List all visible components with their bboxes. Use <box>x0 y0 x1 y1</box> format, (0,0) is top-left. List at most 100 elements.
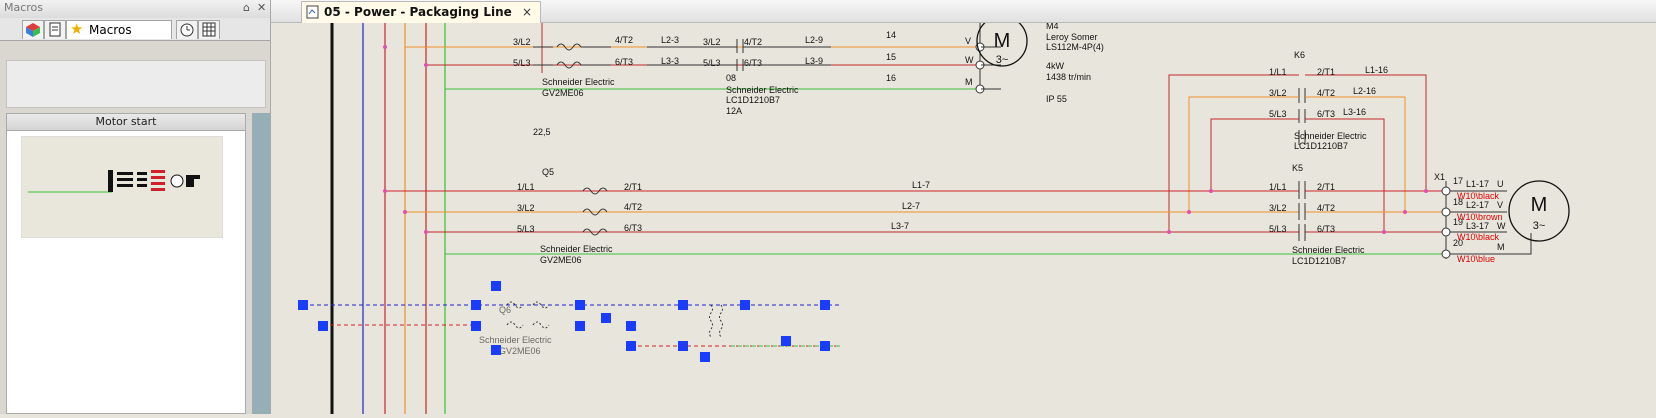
close-icon[interactable]: ✕ <box>257 1 267 14</box>
breaker-model: GV2ME06 <box>542 88 584 98</box>
term-label: 4/T2 <box>744 37 762 47</box>
x1-id: X1 <box>1434 172 1445 182</box>
tab-document-05[interactable]: 05 - Power - Packaging Line × <box>301 1 542 23</box>
macro-thumbnail[interactable] <box>21 136 223 238</box>
term-label: 5/L3 <box>513 58 531 68</box>
k5-term: 6/T3 <box>1317 224 1335 234</box>
power-schematic: M 3~ 3/L2 5/L3 4/T2 6/T3 L2-3 L3-3 3/L2 … <box>298 15 1570 414</box>
q5-term: 6/T3 <box>624 223 642 233</box>
k5-maker: Schneider Electric <box>1292 245 1365 255</box>
k6-term: 5/L3 <box>1269 109 1287 119</box>
ghost-label: Q6 <box>499 305 511 315</box>
wire-label: L3-3 <box>661 56 679 66</box>
x1-term: 17 <box>1453 176 1463 186</box>
tab-components[interactable] <box>22 20 44 39</box>
k6-wire: L1-16 <box>1365 65 1388 75</box>
page-icon <box>306 5 319 19</box>
terminal-number: 16 <box>886 73 896 83</box>
terminal-number: 15 <box>886 52 896 62</box>
q5-term: 4/T2 <box>624 202 642 212</box>
k6-wire: L2-16 <box>1353 86 1376 96</box>
x1-phase: V <box>1497 200 1503 210</box>
grid-icon <box>202 22 216 37</box>
placing-macro-ghost[interactable]: Q6 Schneider Electric GV2ME06 <box>298 281 841 362</box>
term-label: 5/L3 <box>703 58 721 68</box>
k6-maker: Schneider Electric <box>1294 131 1367 141</box>
wire-label: L2-9 <box>805 35 823 45</box>
wire-label: L2-3 <box>661 35 679 45</box>
q5-id: Q5 <box>542 167 554 177</box>
x1-phase: M <box>1497 242 1505 252</box>
term-label: 3/L2 <box>513 37 531 47</box>
macro-filter-area[interactable] <box>6 60 266 108</box>
motor-maker: Leroy Somer <box>1046 32 1098 42</box>
k6-term: 6/T3 <box>1317 109 1335 119</box>
contactor-rating: 12A <box>726 106 742 116</box>
tab-macros[interactable]: ★ Macros <box>66 20 172 39</box>
k5-term: 4/T2 <box>1317 203 1335 213</box>
tab-macros-label: Macros <box>89 23 132 37</box>
macros-panel: Macros ⌂ ✕ ★ Macros Motor start <box>0 0 271 414</box>
components-icon <box>26 23 40 37</box>
ghost-label: Schneider Electric <box>479 335 552 345</box>
document-icon <box>49 22 61 37</box>
document-tab-title: 05 - Power - Packaging Line <box>324 5 512 19</box>
macro-preview-title: Motor start <box>7 114 245 131</box>
terminal-number: 14 <box>886 30 896 40</box>
wire-label: L2-7 <box>902 201 920 211</box>
k5-id: K5 <box>1292 163 1303 173</box>
k5-term: 5/L3 <box>1269 224 1287 234</box>
schematic-canvas[interactable]: M 3~ 3/L2 5/L3 4/T2 6/T3 L2-3 L3-3 3/L2 … <box>271 15 1656 414</box>
motor-2-symbol: M <box>1531 194 1548 216</box>
k5-model: LC1D1210B7 <box>1292 256 1346 266</box>
q5-term: 2/T1 <box>624 182 642 192</box>
term-label: 6/T3 <box>615 57 633 67</box>
q5-term: 5/L3 <box>517 224 535 234</box>
motor-id: M4 <box>1046 23 1059 31</box>
motor-m4-phase: 3~ <box>996 54 1009 66</box>
phase-label: W <box>965 55 974 65</box>
x1-wire: L1-17 <box>1466 179 1489 189</box>
panel-title: Macros <box>4 1 44 14</box>
k5-term: 2/T1 <box>1317 182 1335 192</box>
motor-model: LS112M-4P(4) <box>1046 42 1104 52</box>
pin-icon[interactable]: ⌂ <box>243 1 250 14</box>
q5-term: 3/L2 <box>517 203 535 213</box>
tab-close-icon[interactable]: × <box>521 5 533 19</box>
term-label: 6/T3 <box>744 58 762 68</box>
wire-label: L3-7 <box>891 221 909 231</box>
contactor-maker: Schneider Electric <box>726 85 799 95</box>
breaker-maker: Schneider Electric <box>542 77 615 87</box>
x1-phase: W <box>1497 221 1506 231</box>
q5-maker: Schneider Electric <box>540 244 613 254</box>
preview-scrollbar[interactable] <box>252 113 270 414</box>
x1-term: 20 <box>1453 238 1463 248</box>
contactor-id: 08 <box>726 73 736 83</box>
phase-label: V <box>965 36 971 46</box>
k6-term: 3/L2 <box>1269 88 1287 98</box>
x1-cable-color: W10\black <box>1457 191 1500 201</box>
term-label: 3/L2 <box>703 37 721 47</box>
breaker-setting: 22,5 <box>533 127 551 137</box>
k5-term: 3/L2 <box>1269 203 1287 213</box>
tab-documents[interactable] <box>44 20 66 39</box>
x1-wire: L3-17 <box>1466 221 1489 231</box>
x1-wire: L2-17 <box>1466 200 1489 210</box>
wire-label: L3-9 <box>805 56 823 66</box>
tab-grid[interactable] <box>198 20 220 39</box>
motor-start-macro-preview <box>28 170 200 193</box>
k6-model: LC1D1210B7 <box>1294 141 1348 151</box>
term-label: 4/T2 <box>615 35 633 45</box>
panel-title-bar: Macros ⌂ ✕ <box>0 0 270 19</box>
tab-clock[interactable] <box>176 20 198 39</box>
document-tab-bar: 05 - Power - Packaging Line × <box>271 0 1656 23</box>
motor-power: 4kW <box>1046 61 1065 71</box>
x1-term: 18 <box>1453 197 1463 207</box>
x1-cable-color: W10\brown <box>1457 212 1503 222</box>
motor-2-phase: 3~ <box>1533 220 1546 232</box>
k6-term: 1/L1 <box>1269 67 1287 77</box>
macro-preview-box: Motor start <box>6 113 246 414</box>
k5-term: 1/L1 <box>1269 182 1287 192</box>
motor-ip: IP 55 <box>1046 94 1067 104</box>
k6-term: 2/T1 <box>1317 67 1335 77</box>
